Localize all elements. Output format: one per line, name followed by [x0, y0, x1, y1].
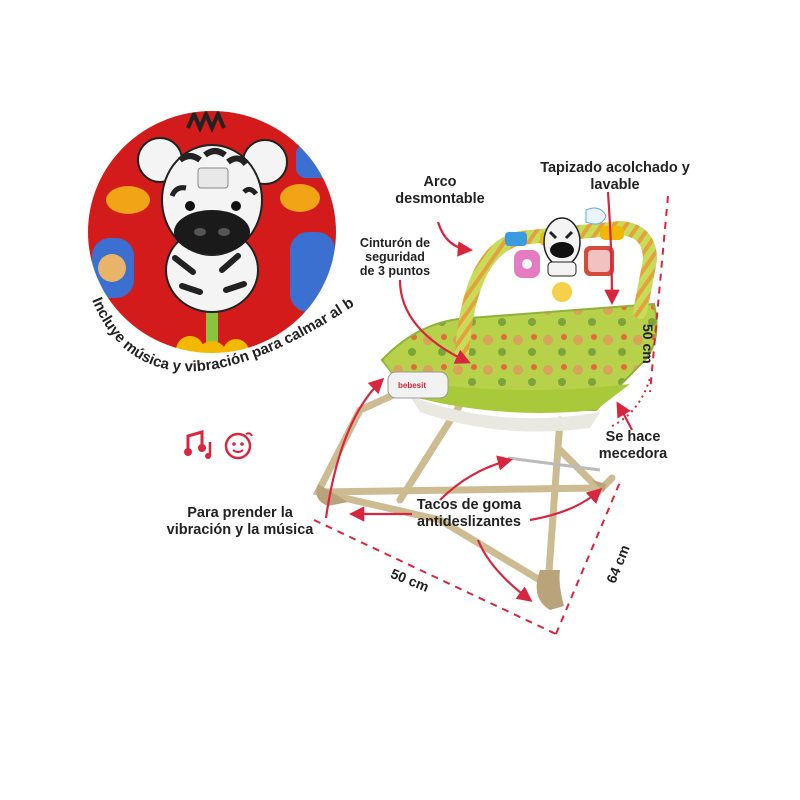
control-panel: bebesit [387, 371, 449, 399]
svg-text:bebesit: bebesit [398, 381, 426, 390]
label-tapizado: Tapizado acolchado y lavable [540, 160, 690, 193]
label-cinturon: Cinturón de seguridad de 3 puntos [359, 236, 431, 278]
dimension-lines [313, 195, 669, 635]
baby-face-icon [224, 432, 253, 460]
label-prender: Para prender la vibración y la música [166, 505, 314, 538]
label-arco: Arco desmontable [395, 174, 485, 207]
bouncer-chair: bebesit [312, 207, 658, 610]
dimension-height: 50 cm [640, 324, 656, 364]
label-tacos: Tacos de goma antideslizantes [416, 497, 522, 530]
label-mecedora: Se hace mecedora [598, 429, 668, 462]
hanging-toys [505, 207, 624, 302]
music-notes-icon [184, 430, 212, 459]
pointer-arrows [324, 191, 633, 602]
zebra-toy [137, 110, 288, 313]
